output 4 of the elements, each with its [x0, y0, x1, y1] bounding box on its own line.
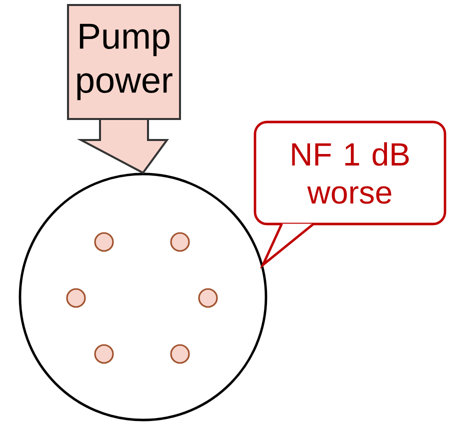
block-arrow	[76, 119, 169, 174]
fiber-circle	[18, 172, 268, 422]
callout-box: NF 1 dB worse	[254, 120, 446, 270]
pump-box: Pump power	[67, 4, 181, 120]
